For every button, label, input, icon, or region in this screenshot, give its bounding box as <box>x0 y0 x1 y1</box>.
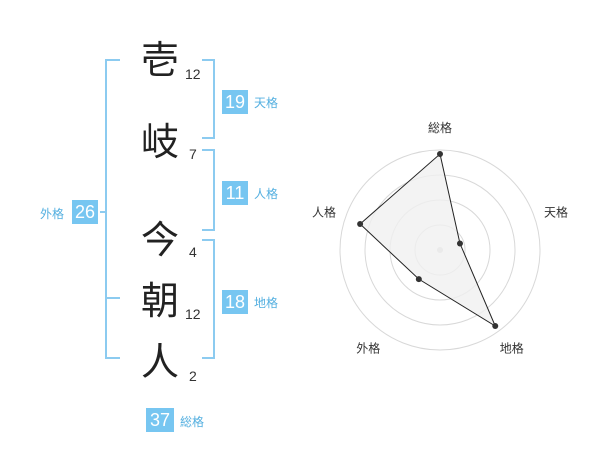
radar-point-1 <box>437 151 443 157</box>
tenkaku-label: 天格 <box>254 96 279 110</box>
gaikaku-bracket <box>105 59 120 359</box>
radar-axis-label-5: 人格 <box>312 204 336 219</box>
stroke-count-4: 12 <box>185 306 201 322</box>
radar-point-4 <box>415 276 422 283</box>
name-char-5: 人 <box>140 340 179 384</box>
radar-ring-4 <box>339 149 541 351</box>
name-char-2: 岐 <box>140 120 179 164</box>
soukaku-label: 総格 <box>180 415 205 429</box>
stroke-count-1: 12 <box>185 66 201 82</box>
name-char-3: 今 <box>140 218 179 262</box>
stroke-count-5: 2 <box>189 368 197 384</box>
name-char-4: 朝 <box>140 279 179 323</box>
tenkaku-badge: 19 <box>222 90 248 114</box>
radar-point-5 <box>357 221 364 228</box>
radar-axis-label-1: 総格 <box>428 120 452 135</box>
jinkaku-bracket <box>202 149 215 231</box>
chikaku-label: 地格 <box>254 296 279 310</box>
stroke-count-2: 7 <box>189 146 197 162</box>
chikaku-badge: 18 <box>222 290 248 314</box>
chikaku-bracket <box>202 239 215 359</box>
radar-axis-label-2: 天格 <box>544 204 568 219</box>
stroke-count-3: 4 <box>189 244 197 260</box>
radar-axis-label-3: 地格 <box>500 341 524 356</box>
radar-point-2 <box>456 240 463 247</box>
jinkaku-label: 人格 <box>254 187 279 201</box>
radar-value-polygon <box>359 153 497 328</box>
radar-point-3 <box>492 323 499 330</box>
gaikaku-label: 外格 <box>40 207 65 221</box>
radar-axis-label-4: 外格 <box>356 341 380 356</box>
gaikaku-badge: 26 <box>72 200 98 224</box>
name-char-1: 壱 <box>140 38 179 82</box>
tenkaku-bracket <box>202 59 215 139</box>
soukaku-badge: 37 <box>146 408 174 432</box>
jinkaku-badge: 11 <box>222 181 248 205</box>
